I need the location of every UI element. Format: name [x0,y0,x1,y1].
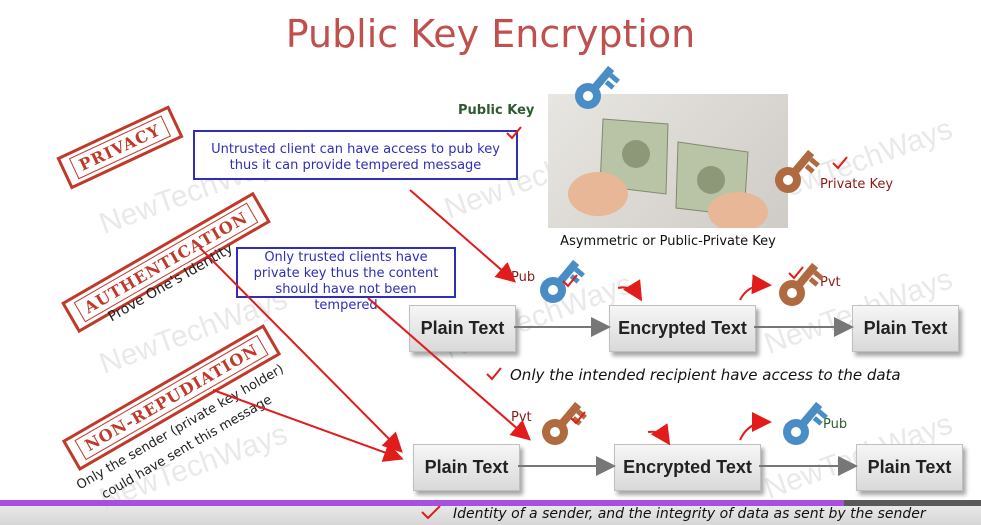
row1-decrypted-text-box: Plain Text [852,305,959,352]
privacy-stamp-label: PRIVACY [69,116,171,180]
row1-pvt-key-icon [779,263,824,306]
checkmark-icon [789,267,803,278]
row2-encrypted-text-box: Encrypted Text [614,444,761,491]
curl-arrow-icon [740,422,768,440]
checkmark-icon [487,368,501,379]
row2-pvt-key-icon [542,402,587,445]
row1-plain-text-box: Plain Text [409,305,516,352]
checkmark-icon [422,506,440,518]
row2-pub-key-icon [783,402,828,445]
untrusted-client-note: Untrusted client can have access to pub … [193,130,518,180]
public-key-label: Public Key [458,103,534,118]
row2-pub-label: Pub [823,417,847,432]
row1-caption: Only the intended recipient have access … [510,366,901,384]
page-title: Public Key Encryption [0,12,981,56]
row2-decrypted-text-box: Plain Text [856,444,963,491]
private-key-label: Private Key [820,177,893,192]
row2-caption: Identity of a sender, and the integrity … [453,506,926,522]
torn-dollar-image [548,94,788,228]
torn-dollar-illustration [548,94,788,228]
checkmark-icon [571,412,585,423]
privacy-stamp: PRIVACY [56,106,183,190]
trusted-client-note: Only trusted clients have private key th… [236,247,456,298]
checkmark-icon [563,275,577,286]
row1-pvt-label: Pvt [820,275,841,290]
row1-encrypted-text-box: Encrypted Text [609,305,756,352]
watermark: NewTechWays [760,112,957,211]
row1-pub-label: Pub [511,270,535,285]
row2-plain-text-box: Plain Text [413,444,520,491]
video-progress-track[interactable] [0,500,981,506]
video-progress-played [0,500,844,506]
curl-arrow-icon [648,432,668,442]
curl-arrow-icon [740,285,768,300]
image-caption: Asymmetric or Public-Private Key [548,234,788,249]
row2-pvt-label: Pvt [511,410,532,425]
